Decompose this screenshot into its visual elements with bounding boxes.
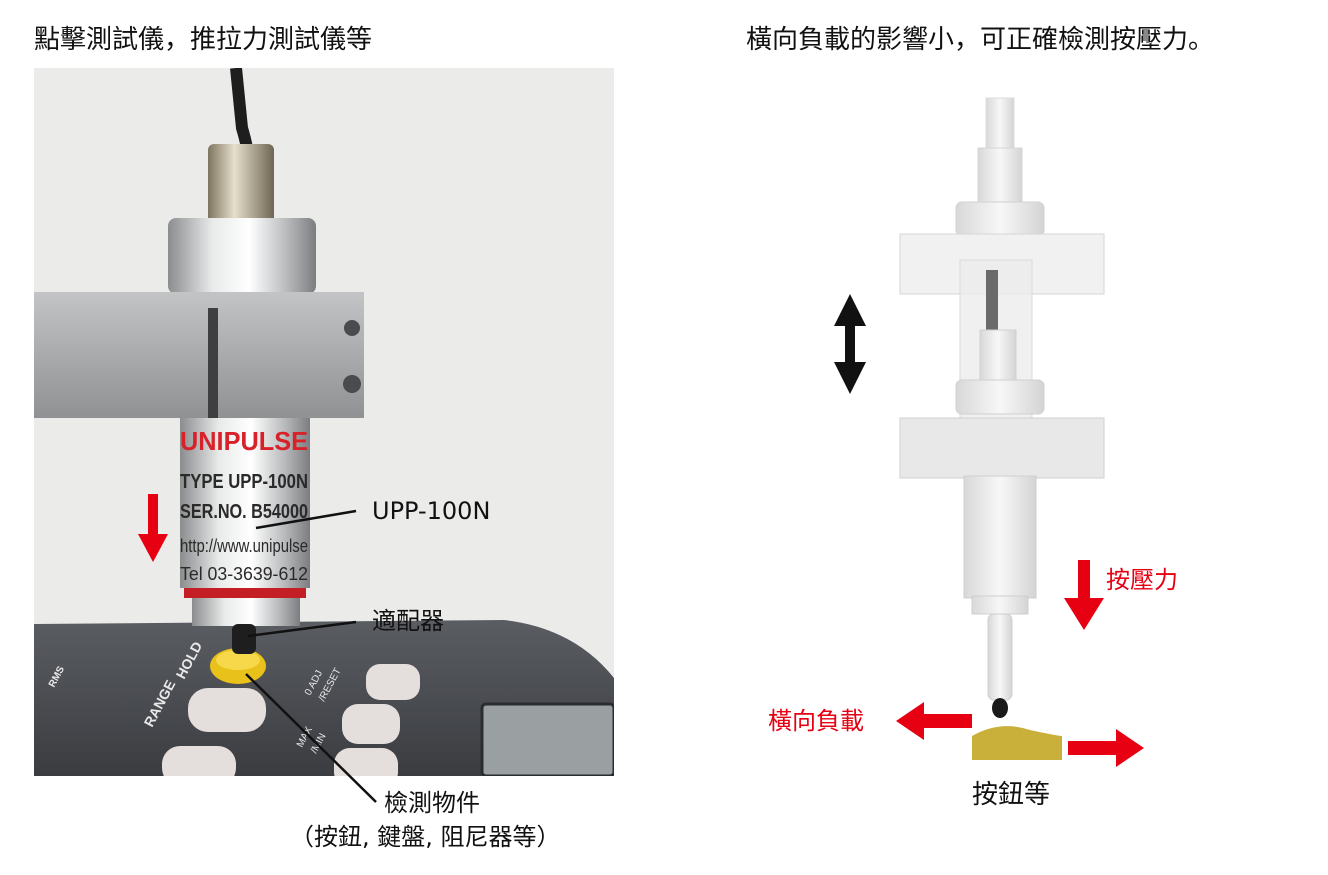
- sensor-photo: RANGE HOLD 0 ADJ /RESET MAX /MIN RMS UNI…: [34, 68, 614, 776]
- sensor-bottom: [192, 598, 300, 626]
- schematic-button: [972, 726, 1062, 760]
- sensor-print-url: http://www.unipulse: [180, 536, 308, 556]
- block-hole: [343, 375, 361, 393]
- double-vertical-arrow-icon: [834, 294, 866, 394]
- left-arrow-icon: [896, 702, 972, 740]
- device-button: [334, 748, 398, 776]
- down-arrow-icon: [138, 494, 168, 562]
- label-object-line1: 檢測物件: [384, 789, 480, 817]
- label-object-line2: （按鈕, 鍵盤, 阻尼器等）: [290, 823, 561, 851]
- label-lateral-load: 橫向負載: [768, 707, 864, 735]
- sensor-print-brand: UNIPULSE: [180, 426, 308, 456]
- schematic-inner-rod: [986, 270, 998, 340]
- mounting-block-slot: [208, 308, 218, 418]
- block-hole: [344, 320, 360, 336]
- device-button: [342, 704, 400, 744]
- leader-line-object: [245, 673, 377, 803]
- schematic-lower-block: [899, 417, 1105, 479]
- device-button: [188, 688, 266, 732]
- measuring-device: [34, 620, 614, 776]
- device-button: [366, 664, 420, 700]
- adapter-tip: [232, 624, 256, 654]
- left-panel-title: 點擊測試儀，推拉力測試儀等: [34, 25, 373, 55]
- leader-line-adapter: [247, 620, 357, 638]
- schematic-nut: [955, 201, 1045, 237]
- lateral-load-schematic: [834, 97, 1144, 767]
- sensor-print-serial: SER.NO. B54000: [180, 501, 308, 523]
- leader-line-sensor: [255, 509, 357, 530]
- schematic-cable: [985, 97, 1015, 151]
- sensor-print-tel: Tel 03-3639-612: [180, 564, 308, 584]
- tested-push-button-top: [216, 650, 260, 670]
- schematic-sensor-neck: [971, 595, 1029, 615]
- sensor-body: [180, 418, 310, 588]
- cable-fitting: [208, 144, 274, 226]
- down-arrow-icon: [1064, 560, 1104, 630]
- mounting-block: [34, 292, 364, 418]
- schematic-fitting: [977, 147, 1023, 205]
- right-arrow-icon: [1068, 729, 1144, 767]
- right-panel-title: 橫向負載的影響小，可正確檢測按壓力。: [746, 25, 1215, 55]
- lock-nut: [168, 218, 316, 294]
- schematic-probe-tip: [992, 698, 1008, 718]
- label-sensor-model: UPP-100N: [372, 497, 491, 525]
- schematic-sensor-body: [963, 475, 1037, 599]
- label-adapter: 適配器: [372, 607, 444, 635]
- sensor-red-ring: [184, 588, 306, 598]
- label-button: 按鈕等: [972, 780, 1051, 810]
- device-button: [162, 746, 236, 776]
- schematic-probe: [987, 613, 1013, 701]
- schematic-inner-fitting: [979, 329, 1017, 383]
- device-display: [480, 702, 614, 776]
- sensor-print-type: TYPE UPP-100N: [180, 471, 308, 493]
- label-press-force: 按壓力: [1106, 566, 1178, 594]
- schematic-inner-nut: [955, 379, 1045, 415]
